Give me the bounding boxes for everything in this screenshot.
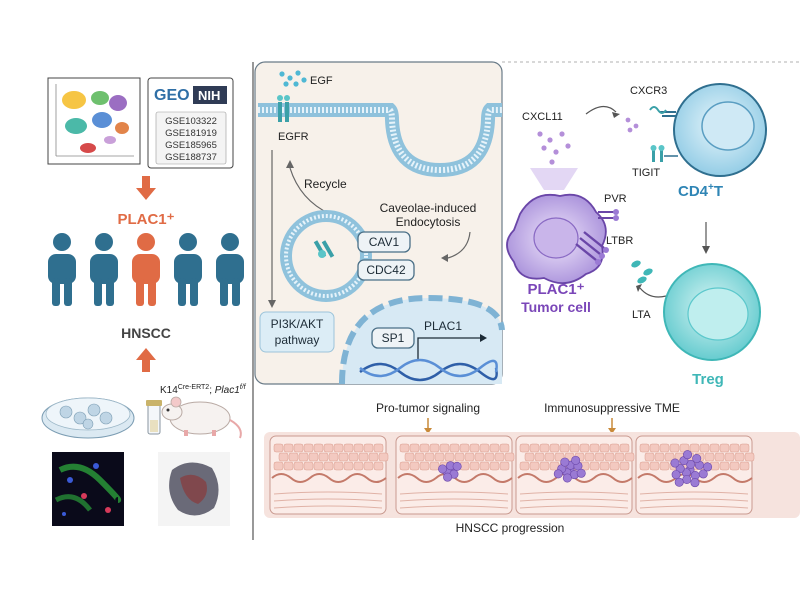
cdc42-label: CDC42 (366, 263, 406, 277)
progression-label: HNSCC progression (456, 521, 565, 535)
nucleus (339, 294, 505, 385)
accession-id: GSE181919 (165, 128, 217, 139)
nih-logo: NIH (198, 88, 220, 103)
skin-stage (395, 435, 515, 515)
recycle-label: Recycle (304, 177, 347, 191)
patient-icons (48, 233, 244, 306)
egf-ligands (279, 70, 307, 87)
accession-list-box (155, 111, 227, 165)
cxcr3-label: CXCR3 (630, 85, 667, 97)
cd4-t-cell (649, 83, 767, 177)
caveolae-label-1: Caveolae-induced (380, 201, 477, 215)
secretion-cone (530, 168, 578, 190)
mouse-icon (161, 396, 242, 439)
lta-arrow (636, 284, 667, 298)
person-icon (90, 233, 118, 306)
pi3k-label-1: PI3K/AKT (271, 317, 324, 331)
nih-badge (193, 86, 227, 104)
accession-id: GSE185965 (165, 140, 217, 151)
cxcl11-label: CXCL11 (522, 111, 563, 123)
transcription-arrow (417, 334, 487, 360)
endocytic-vesicle (280, 210, 372, 302)
pi3k-box (259, 311, 335, 353)
mouse-model-label: K14Cre-ERT2; Plac1f/f (160, 384, 247, 396)
differentiation-arrow (702, 222, 710, 254)
treg-label: Treg (692, 371, 724, 388)
endocytosis-arrow (441, 231, 471, 262)
down-arrow-top (136, 176, 156, 200)
egfr-label: EGFR (278, 131, 309, 143)
pi3k-label-2: pathway (275, 333, 320, 347)
plac1-tumor-cell (506, 193, 607, 284)
ltbr-receptor-icon (575, 231, 609, 265)
treg-cell (663, 263, 761, 361)
person-icon-highlighted (132, 233, 160, 306)
person-icon (216, 233, 244, 306)
egf-label: EGF (310, 75, 333, 87)
caveolae-label-2: Endocytosis (396, 215, 461, 229)
dna-helix-icon (359, 358, 498, 382)
progression-stages (269, 435, 755, 515)
cell-membrane (258, 103, 502, 178)
tigit-receptor-icon (650, 145, 678, 162)
pro-tumor-arrow (424, 418, 432, 434)
cd4t-label: CD4+T (678, 182, 723, 200)
accession-id: GSE103322 (165, 116, 217, 127)
lta-ligands (631, 260, 653, 284)
person-icon (48, 233, 76, 306)
cdc42-box (357, 259, 415, 281)
skin-stage (635, 435, 755, 515)
plac1-tumor-label-1: PLAC1⁺ (527, 281, 584, 298)
chemotaxis-arrow (585, 105, 620, 118)
ltbr-label: LTBR (606, 235, 633, 247)
vial-icon (146, 400, 162, 435)
cxcl11-near-cxcr3 (625, 117, 639, 133)
plac1-gene-label: PLAC1 (424, 319, 462, 333)
fluorescence-image-icon (52, 452, 124, 526)
tsne-plot-icon (47, 77, 141, 165)
sp1-box (371, 327, 415, 349)
immuno-label: Immunosuppressive TME (544, 401, 680, 415)
pro-tumor-label: Pro-tumor signaling (376, 401, 480, 415)
plac1-title: PLAC1⁺ (117, 211, 174, 228)
egfr-receptor-icon (277, 95, 290, 122)
pvr-receptor-icon (598, 209, 619, 221)
petri-dish-icon (41, 397, 135, 439)
pi3k-down-arrow (268, 150, 276, 308)
cxcl11-chemokines (537, 131, 571, 165)
up-arrow-bottom (136, 348, 156, 372)
skin-stage (269, 435, 389, 515)
accession-id: GSE188737 (165, 152, 217, 163)
tissue-section-icon (158, 452, 230, 526)
cav1-box (357, 231, 411, 253)
geo-logo: GEO (154, 87, 190, 104)
tigit-label: TIGIT (632, 167, 660, 179)
cav1-label: CAV1 (369, 235, 400, 249)
skin-stage (515, 435, 635, 515)
immuno-arrow (608, 418, 616, 434)
sp1-label: SP1 (382, 331, 405, 345)
pvr-label: PVR (604, 193, 627, 205)
lta-label: LTA (632, 309, 651, 321)
person-icon (174, 233, 202, 306)
plac1-tumor-label-2: Tumor cell (521, 299, 591, 315)
hnscc-label: HNSCC (121, 325, 171, 341)
